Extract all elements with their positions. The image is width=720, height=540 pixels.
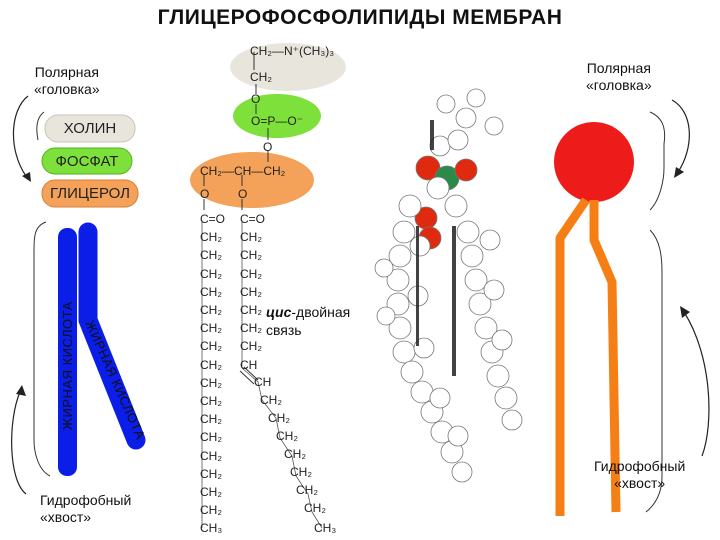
- fatty-acid-bar-right: [78, 222, 146, 450]
- chain-unit: CH₂: [200, 303, 222, 318]
- chain-unit-bent: CH₂: [260, 393, 282, 407]
- chain-unit: CH₂: [240, 248, 262, 263]
- tail-arrow-left-tip: [16, 385, 26, 396]
- formula-choline-ch2: CH₂: [250, 70, 272, 84]
- chain-unit: CH₂: [200, 248, 222, 263]
- head-arrow-left: [12, 95, 29, 177]
- cis-bond-label-2: связь: [266, 322, 302, 338]
- phosphate-label: ФОСФАТ: [55, 152, 119, 170]
- cis-double-bond-2: [239, 370, 255, 385]
- chain-unit: CH₂: [240, 303, 262, 318]
- head-bracket-left: [36, 111, 45, 141]
- polar-head-label-left: Полярная «головка»: [34, 64, 100, 97]
- chain-unit: C=O: [200, 212, 226, 226]
- head-bracket-right: [649, 111, 666, 211]
- glycerol-label: ГЛИЦЕРОЛ: [49, 185, 131, 202]
- fatty-acid-label-left: ЖИРНАЯ КИСЛОТА: [60, 301, 75, 430]
- phosphate-ellipse: [233, 94, 321, 138]
- polar-head-circle: [554, 122, 634, 202]
- model-shading: [416, 120, 456, 376]
- cis-bond-label: цис-двойная: [266, 304, 350, 320]
- tail-arrow-right: [683, 311, 710, 457]
- tail-label-right: Гидрофобный «хвост»: [594, 458, 686, 491]
- chain-unit-bent: CH₂: [296, 483, 318, 497]
- formula-phosphate-o: O: [263, 140, 273, 154]
- chain-unit-bent: CH₂: [284, 447, 306, 461]
- chain-unit: CH₂: [240, 321, 262, 336]
- chain-unit: CH₂: [200, 448, 222, 463]
- chain-unit: C=O: [240, 212, 266, 226]
- chain-unit: CH₂: [200, 466, 222, 481]
- cis-bond-bold: цис: [266, 304, 292, 320]
- chain-unit: CH₂: [240, 230, 262, 245]
- phosphate-pill: [41, 147, 133, 175]
- formula-glycerol: CH₂—CH—CH₂: [200, 164, 286, 178]
- right-chain-bent-backbone: [241, 367, 323, 529]
- fatty-acid-bar-left: [58, 228, 77, 476]
- cis-bond-rest: -двойная: [291, 304, 351, 320]
- chain-unit-bent: CH₂: [290, 465, 312, 479]
- chain-unit: CH₂: [200, 321, 222, 336]
- page-title: ГЛИЦЕРОФОСФОЛИПИДЫ МЕМБРАН: [157, 6, 563, 29]
- tail-arrow-left: [11, 391, 27, 495]
- schematic-tail-left: [555, 197, 590, 516]
- chain-unit: CH₂: [200, 339, 222, 354]
- glycerol-ellipse: [190, 152, 314, 208]
- chain-unit: CH₂: [200, 485, 222, 500]
- chain-unit: CH₂: [200, 266, 222, 281]
- head-arrow-left-tip: [22, 172, 31, 182]
- chain-unit: CH₂: [200, 430, 222, 445]
- chain-unit-bent: CH₂: [276, 429, 298, 443]
- chain-unit: CH₂: [200, 375, 222, 390]
- chain-unit: CH₂: [240, 284, 262, 299]
- chain-unit: CH₂: [240, 266, 262, 281]
- chain-unit-bent: CH₂: [268, 411, 290, 425]
- chain-unit: CH₂: [200, 503, 222, 518]
- choline-ellipse: [230, 43, 346, 91]
- space-filling-model: [374, 88, 523, 483]
- chain-unit: CH₂: [200, 394, 222, 409]
- choline-pill: [44, 114, 136, 143]
- chain-unit-bent: CH₂: [304, 501, 326, 515]
- tail-label-left: Гидрофобный «хвост»: [40, 492, 132, 525]
- chain-unit: CH₂: [200, 284, 222, 299]
- schematic-tail-right: [589, 200, 621, 513]
- tail-bracket-right: [645, 229, 663, 513]
- right-chain-straight: C=O CH₂ CH₂ CH₂ CH₂ CH₂ CH₂ CH₂ CH: [240, 210, 265, 374]
- glycerol-pill: [41, 179, 139, 208]
- chain-unit-bent: CH: [254, 375, 272, 389]
- chain-unit: CH₂: [240, 339, 262, 354]
- chain-unit: CH₂: [200, 412, 222, 427]
- formula-ester-o-right: O: [238, 187, 248, 201]
- head-arrow-right: [671, 99, 690, 173]
- chain-unit-bent: CH₃: [314, 521, 337, 535]
- chain-unit: CH₂: [200, 230, 222, 245]
- cis-double-bond-1: [243, 366, 259, 381]
- left-chain: C=O CH₂ CH₂ CH₂ CH₂ CH₂ CH₂ CH₂ CH₂ CH₂ CH₂ CH₂ CH₂ C…: [200, 210, 225, 538]
- formula-choline-top: CH₂—N⁺(CH₃)₃: [250, 44, 335, 58]
- polar-head-label-right: Полярная «головка»: [586, 60, 652, 93]
- chain-unit: CH: [240, 357, 258, 372]
- tail-arrow-right-tip: [680, 306, 690, 318]
- tail-bracket-left: [33, 221, 51, 477]
- chain-unit: CH₃: [200, 521, 223, 536]
- chain-unit: CH₂: [200, 357, 222, 372]
- formula-o-link: O: [251, 92, 261, 106]
- head-arrow-right-tip: [674, 167, 684, 178]
- choline-label: ХОЛИН: [63, 120, 117, 137]
- formula-phosphate: O=P—O⁻: [251, 114, 304, 128]
- formula-ester-o-left: O: [200, 187, 210, 201]
